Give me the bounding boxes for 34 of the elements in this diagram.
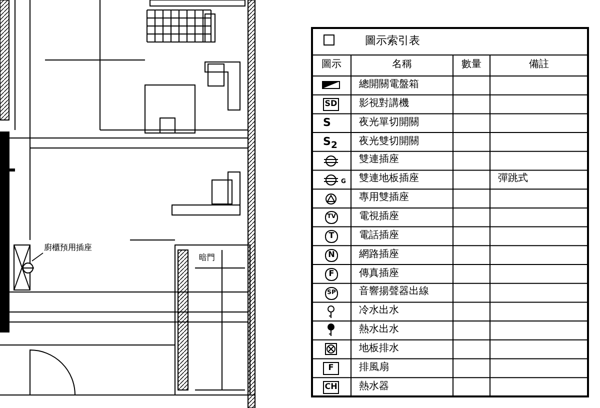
symbol-name: 夜光單切開關	[359, 116, 419, 129]
leader-line	[32, 252, 44, 262]
switch-symbol: S	[323, 117, 331, 130]
column-header: 名稱	[391, 59, 413, 71]
symbol-name: 雙連地板插座	[359, 173, 419, 186]
symbol-name: 電話插座	[359, 230, 399, 242]
symbol-name: 音響揚聲器出線	[359, 286, 429, 298]
symbol-name: 熱水器	[359, 380, 389, 393]
symbol-name: 熱水出水	[359, 324, 399, 336]
remark-text: 彈跳式	[498, 173, 528, 186]
column-header: 圖示	[320, 59, 342, 71]
switch-symbol: S$_{2}$	[323, 136, 338, 152]
column-header: 數量	[460, 59, 482, 71]
circled-symbol: N	[325, 249, 338, 262]
callout-label: 廚櫃預用插座	[44, 242, 98, 254]
circled-symbol: T	[325, 230, 338, 244]
symbol-name: 傳真插座	[359, 268, 399, 280]
symbol-name: 雙連插座	[359, 154, 399, 166]
symbol-name: 電視插座	[359, 210, 399, 223]
table-title: 圖示索引表	[365, 35, 420, 47]
symbol-name: 網路插座	[359, 248, 399, 261]
symbol-name: 總開關電盤箱	[359, 79, 419, 91]
door-label: 暗門	[199, 252, 215, 264]
symbol-name: 地板排水	[359, 342, 399, 355]
circled-symbol: F	[325, 268, 338, 281]
boxed-symbol: CH	[323, 381, 339, 394]
symbol-name: 冷水出水	[359, 305, 399, 318]
symbol-name: 專用雙插座	[359, 192, 409, 204]
symbol-name: 夜光雙切開關	[359, 136, 419, 148]
column-header: 備註	[528, 59, 550, 71]
symbol-name: 影視對講機	[359, 98, 409, 110]
boxed-symbol: F	[323, 362, 339, 376]
boxed-symbol: SD	[323, 98, 339, 112]
symbol-name: 排風扇	[359, 362, 389, 374]
